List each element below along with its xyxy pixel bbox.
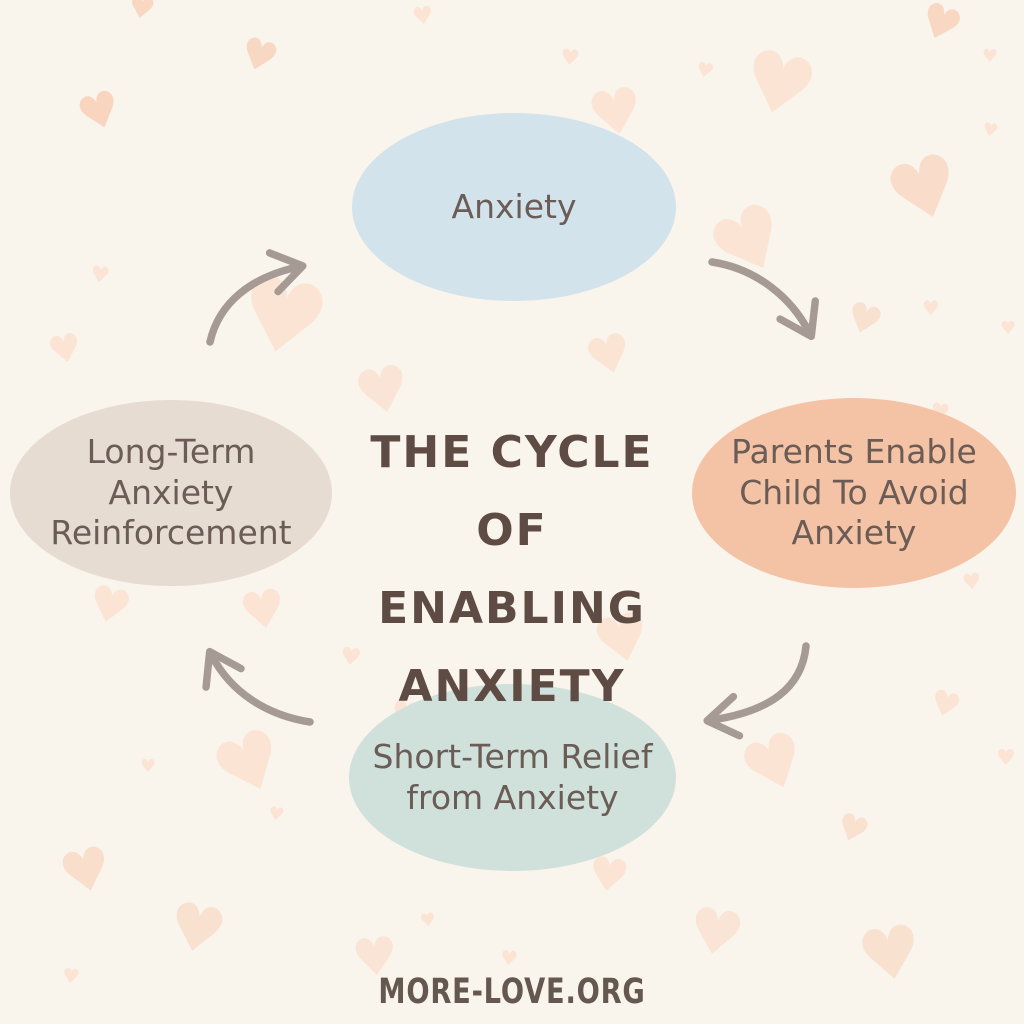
heart-icon: ♥ [140, 756, 157, 777]
heart-icon: ♥ [81, 573, 138, 639]
heart-icon: ♥ [874, 133, 975, 248]
heart-icon: ♥ [728, 712, 820, 816]
heart-icon: ♥ [982, 46, 999, 67]
heart-icon: ♥ [960, 569, 983, 596]
heart-icon: ♥ [922, 296, 940, 320]
node-parents-enable: Parents Enable Child To Avoid Anxiety [692, 398, 1016, 588]
heart-icon: ♥ [693, 181, 806, 303]
heart-icon: ♥ [996, 746, 1016, 771]
heart-icon: ♥ [682, 891, 750, 974]
heart-icon: ♥ [266, 802, 286, 827]
heart-icon: ♥ [410, 0, 436, 32]
page-title-line: ENABLING [378, 583, 646, 634]
node-short-term-relief: Short-Term Relief from Anxiety [349, 684, 676, 871]
heart-icon: ♥ [579, 320, 640, 392]
heart-icon: ♥ [199, 709, 301, 821]
node-anxiety-label: Anxiety [451, 186, 577, 226]
page-title-line: ANXIETY [398, 661, 626, 712]
heart-icon: ♥ [1000, 318, 1017, 339]
page-title-line: THE CYCLE OF [370, 427, 654, 556]
heart-icon: ♥ [52, 831, 120, 911]
node-long-term-reinforcement-label: Long-Term Anxiety Reinforcement [50, 431, 292, 553]
site-credit: MORE-LOVE.ORG [378, 972, 646, 1012]
heart-icon: ♥ [839, 292, 889, 348]
heart-icon: ♥ [160, 887, 233, 973]
node-short-term-relief-label: Short-Term Relief from Anxiety [372, 736, 653, 817]
heart-icon: ♥ [731, 30, 827, 141]
heart-icon: ♥ [418, 908, 438, 933]
heart-icon: ♥ [980, 118, 1000, 143]
heart-icon: ♥ [88, 261, 112, 290]
heart-icon: ♥ [125, 0, 158, 29]
heart-icon: ♥ [558, 45, 582, 72]
heart-icon: ♥ [60, 963, 82, 989]
page-title: THE CYCLE OF ENABLING ANXIETY [332, 414, 692, 726]
heart-icon: ♥ [925, 681, 966, 729]
heart-icon: ♥ [235, 577, 292, 645]
node-long-term-reinforcement: Long-Term Anxiety Reinforcement [10, 400, 332, 586]
heart-icon: ♥ [226, 250, 339, 385]
heart-icon: ♥ [693, 56, 717, 84]
node-parents-enable-label: Parents Enable Child To Avoid Anxiety [731, 431, 977, 553]
heart-icon: ♥ [43, 323, 87, 375]
heart-icon: ♥ [233, 26, 285, 85]
node-anxiety: Anxiety [352, 113, 676, 301]
heart-icon: ♥ [830, 804, 875, 855]
heart-icon: ♥ [70, 78, 129, 146]
heart-icon: ♥ [498, 944, 520, 972]
heart-icon: ♥ [911, 0, 970, 56]
